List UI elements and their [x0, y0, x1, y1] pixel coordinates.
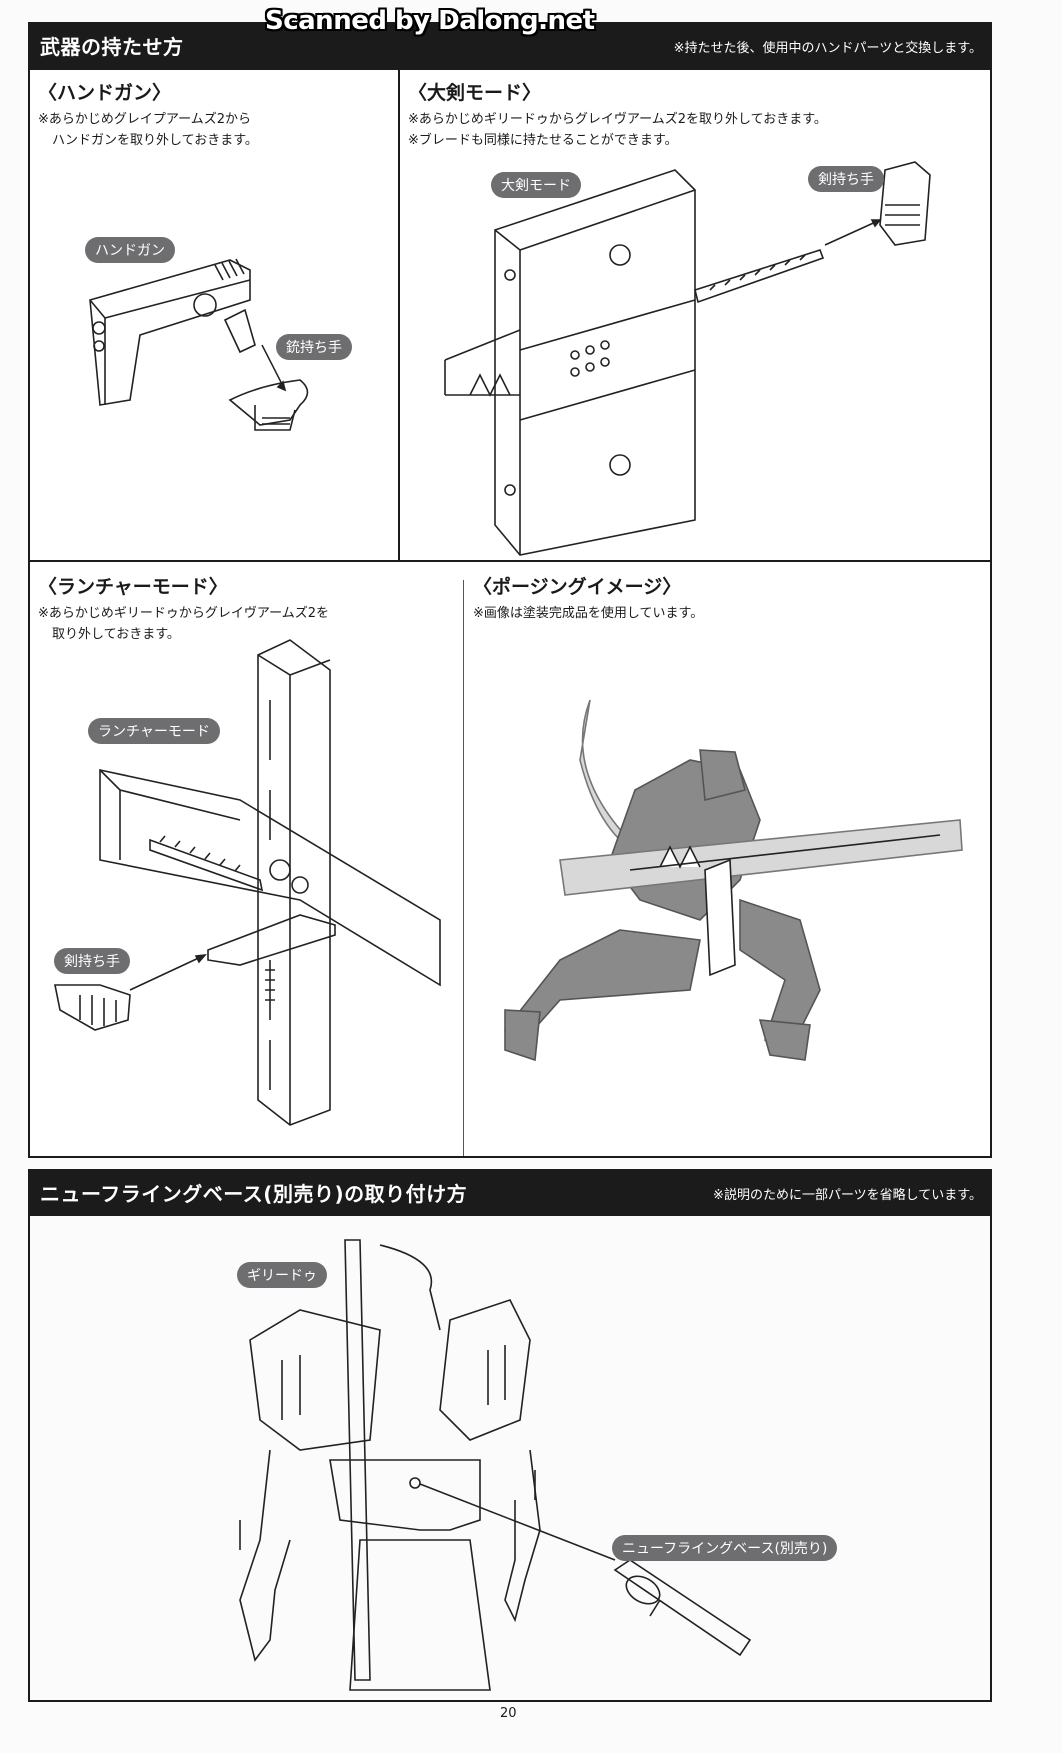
- greatsword-heading: 〈大剣モード〉: [408, 82, 542, 104]
- greatsword-label: 大剣モード: [491, 172, 581, 198]
- launcher-note: 取り外しておきます。: [52, 627, 180, 642]
- divider: [398, 68, 400, 561]
- sword-grip-hand-label: 剣持ち手: [54, 948, 130, 974]
- greatsword-note: ※ブレードも同様に持たせることができます。: [408, 133, 678, 148]
- posing-note: ※画像は塗装完成品を使用しています。: [473, 606, 704, 621]
- handgun-note: ※あらかじめグレイプアームズ2から: [38, 112, 251, 127]
- section-title: 武器の持たせ方: [40, 35, 184, 59]
- page-number: 20: [500, 1706, 517, 1721]
- handgun-label: ハンドガン: [85, 237, 175, 263]
- girido-label: ギリードゥ: [237, 1262, 327, 1288]
- handgun-heading: 〈ハンドガン〉: [38, 82, 172, 104]
- greatsword-note: ※あらかじめギリードゥからグレイヴアームズ2を取り外しておきます。: [408, 112, 827, 127]
- scan-watermark: Scanned by Dalong.net: [265, 6, 595, 36]
- sword-grip-hand-label: 剣持ち手: [808, 166, 884, 192]
- posing-heading: 〈ポージングイメージ〉: [473, 576, 682, 598]
- gun-grip-hand-label: 銃持ち手: [276, 334, 352, 360]
- launcher-label: ランチャーモード: [88, 718, 220, 744]
- section-note: ※持たせた後、使用中のハンドパーツと交換します。: [673, 41, 982, 56]
- section-title: ニューフライングベース(別売り)の取り付け方: [40, 1182, 468, 1206]
- launcher-heading: 〈ランチャーモード〉: [38, 576, 228, 598]
- handgun-note: ハンドガンを取り外しておきます。: [52, 133, 258, 148]
- launcher-note: ※あらかじめギリードゥからグレイヴアームズ2を: [38, 606, 329, 621]
- divider: [463, 580, 464, 1156]
- weapons-section-header: 武器の持たせ方 ※持たせた後、使用中のハンドパーツと交換します。: [28, 22, 992, 69]
- flying-base-label: ニューフライングベース(別売り): [612, 1535, 838, 1561]
- divider: [28, 560, 992, 562]
- section-note: ※説明のために一部パーツを省略しています。: [713, 1188, 982, 1203]
- base-section-header: ニューフライングベース(別売り)の取り付け方 ※説明のために一部パーツを省略して…: [28, 1169, 992, 1216]
- base-section-panel: [28, 1214, 992, 1702]
